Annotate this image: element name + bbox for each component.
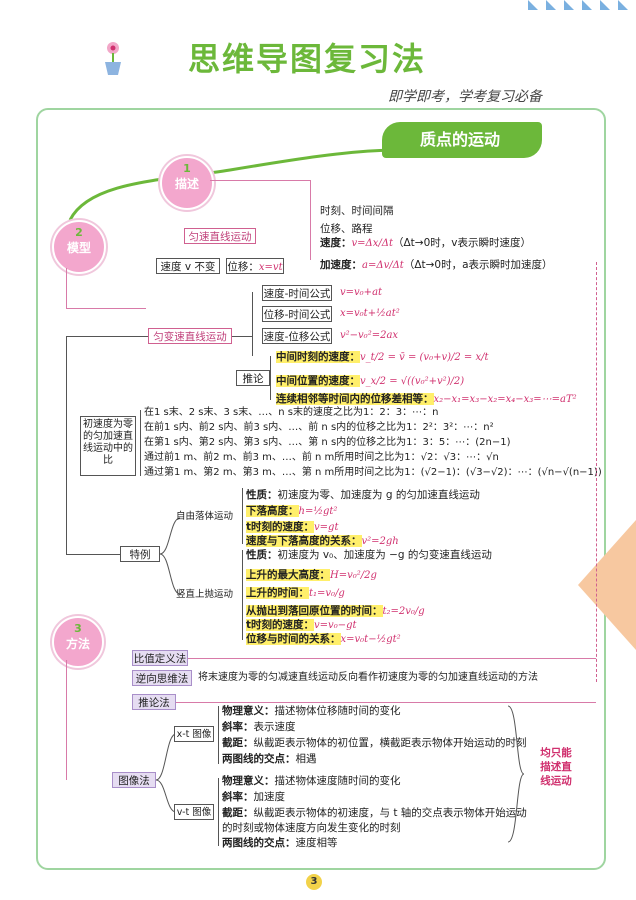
model-trunk-top [66, 336, 148, 337]
uniform-velocity-box: 速度 v 不变 [156, 258, 220, 274]
formula-box-3: 速度-位移公式 [262, 328, 332, 344]
describe-item-3: 速度：v=Δx/Δt（Δt→0时，v表示瞬时速度） [320, 236, 531, 251]
side-decoration [578, 520, 636, 650]
xt-trunk [218, 706, 219, 764]
inference-trunk [270, 356, 271, 400]
flower-pot-icon [100, 40, 126, 76]
describe-line [210, 180, 310, 181]
accel-trunk [252, 292, 253, 356]
accel-link [232, 336, 252, 337]
method-2-desc: 将末速度为零的匀减速直线运动反向看作初速度为零的匀加速直线运动的方法 [198, 671, 538, 685]
describe-item-1: 时刻、时间间隔 [320, 204, 394, 218]
zero-start-trunk [140, 410, 141, 476]
inference-box: 推论 [236, 370, 270, 386]
inference-1: 中间时刻的速度：v_t/2 = v̄ = (v₀+v)/2 = x/t [276, 350, 489, 365]
ratio-3: 在第1 s内、第2 s内、第3 s内、…、第 n s内的位移之比为1：3：5：⋯… [144, 436, 511, 450]
dashed-connector [596, 262, 598, 682]
vt-3: 截距：纵截距表示物体的初速度，与 t 轴的交点表示物体开始运动 [222, 806, 527, 820]
vertical-2: 上升的最大高度：H=v₀²/2g [246, 568, 377, 583]
node-describe: 1 描述 [160, 156, 214, 210]
zero-start-box: 初速度为零的匀加速直线运动中的比 [80, 416, 136, 476]
xt-graph-box: x-t 图像 [174, 726, 214, 742]
vertical-label: 竖直上抛运动 [176, 588, 233, 602]
accel-motion-box: 匀变速直线运动 [148, 328, 232, 344]
vt-3b: 的时刻或物体速度方向发生变化的时刻 [222, 821, 401, 835]
vertical-5: t时刻的速度：v=v₀−gt [246, 618, 357, 633]
vt-4: 两图线的交点：速度相等 [222, 836, 338, 850]
graph-note: 均只能描述直线运动 [536, 746, 576, 788]
ratio-1: 在1 s末、2 s末、3 s末、…、n s末的速度之比为1：2：3：⋯：n [144, 406, 438, 420]
vt-1: 物理意义：描述物体速度随时间的变化 [222, 774, 401, 788]
xt-2: 斜率：表示速度 [222, 720, 296, 734]
node-model: 2 模型 [52, 220, 106, 274]
formula-box-1: 速度-时间公式 [262, 285, 332, 301]
method-box-3: 推论法 [132, 694, 176, 710]
xt-4: 两图线的交点：相遇 [222, 752, 317, 766]
freefall-trunk [242, 488, 243, 544]
method-trunk [66, 660, 67, 780]
special-link [66, 554, 120, 555]
method-box-4: 图像法 [112, 772, 156, 788]
vt-trunk [218, 778, 219, 846]
inference-2: 中间位置的速度：v_x/2 = √((v₀²+v²)/2) [276, 374, 464, 389]
ratio-2: 在前1 s内、前2 s内、前3 s内、…、前 n s内的位移之比为1：2²：3²… [144, 421, 494, 435]
vertical-4: 从抛出到落回原位置的时间：t₂=2v₀/g [246, 604, 425, 619]
vertical-1: 性质：初速度为 v₀、加速度为 −g 的匀变速直线运动 [246, 548, 492, 562]
xt-1: 物理意义：描述物体位移随时间的变化 [222, 704, 401, 718]
topic-title: 质点的运动 [420, 131, 500, 149]
uniform-motion-box: 匀速直线运动 [184, 228, 256, 244]
freefall-3: t时刻的速度：v=gt [246, 520, 338, 535]
describe-item-2: 位移、路程 [320, 222, 373, 236]
method-1-line [188, 658, 596, 659]
formula-box-2: 位移-时间公式 [262, 306, 332, 322]
formula-2: x=v₀t+½at² [340, 307, 400, 321]
graph-brace [506, 704, 526, 844]
freefall-label: 自由落体运动 [176, 510, 233, 524]
page-title: 思维导图复习法 [188, 40, 426, 78]
formula-1: v=v₀+at [340, 286, 382, 300]
freefall-1: 性质：初速度为零、加速度为 g 的匀加速直线运动 [246, 488, 480, 502]
page-number: 3 [306, 874, 322, 890]
vt-2: 斜率：加速度 [222, 790, 285, 804]
model-trunk [66, 336, 67, 554]
node-method: 3 方法 [52, 616, 104, 668]
method-box-1: 比值定义法 [132, 650, 188, 666]
formula-3: v²−v₀²=2ax [340, 329, 398, 343]
freefall-4: 速度与下落高度的关系：v²=2gh [246, 534, 399, 549]
slogan: 即学即考，学考复习必备 [388, 88, 542, 106]
freefall-2: 下落高度：h=½gt² [246, 504, 337, 519]
method-3-line [176, 702, 596, 703]
ratio-4: 通过前1 m、前2 m、前3 m、…、前 n m所用时间之比为1：√2：√3：⋯… [144, 451, 499, 465]
special-box: 特例 [120, 546, 160, 562]
corner-decoration [520, 0, 636, 14]
ratio-5: 通过第1 m、第2 m、第3 m、…、第 n m所用时间之比为1：(√2−1)：… [144, 466, 602, 480]
describe-item-4: 加速度：a=Δv/Δt（Δt→0时，a表示瞬时加速度） [320, 258, 553, 273]
vertical-3: 上升的时间：t₁=v₀/g [246, 586, 345, 601]
vertical-trunk [242, 550, 243, 640]
inference-3: 连续相邻等时间内的位移差相等：x₂−x₁=x₃−x₂=x₄−x₃=⋯=aT² [276, 392, 577, 407]
xt-3: 截距：纵截距表示物体的初位置，横截距表示物体开始运动的时刻 [222, 736, 527, 750]
vertical-6: 位移与时间的关系：x=v₀t−½gt² [246, 632, 401, 647]
model-line-2 [66, 308, 146, 309]
vt-graph-box: v-t 图像 [174, 804, 214, 820]
uniform-displacement-box: 位移：x=vt [226, 258, 284, 274]
method-box-2: 逆向思维法 [132, 670, 192, 686]
image-method-branch [156, 730, 176, 816]
describe-trunk [310, 180, 311, 260]
model-line [66, 268, 67, 308]
